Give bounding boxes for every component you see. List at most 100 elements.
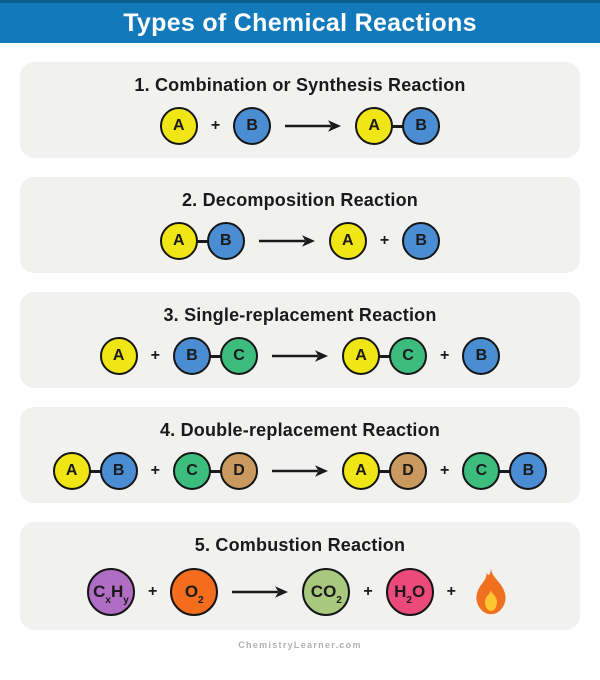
bond-line — [195, 239, 209, 243]
page-title: Types of Chemical Reactions — [123, 8, 477, 37]
plus-operator: + — [210, 117, 221, 134]
section-heading: 2. Decomposition Reaction — [181, 190, 419, 210]
atom-label: B — [415, 117, 427, 134]
atom-subscript: 2 — [336, 594, 342, 606]
atom-label: A — [112, 347, 125, 364]
atom-label: B — [522, 462, 535, 479]
plus-operator: + — [150, 462, 160, 479]
reaction-arrow-icon — [258, 234, 316, 248]
atom-label: C — [186, 462, 198, 479]
atom-circle: A — [342, 337, 380, 375]
atom-subscript: x — [105, 594, 111, 606]
footer-credit: ChemistryLearner.com — [238, 640, 362, 650]
bond-line — [498, 469, 512, 473]
molecule: A — [99, 337, 138, 375]
plus-operator: + — [446, 583, 457, 600]
atom-label: A — [173, 232, 185, 249]
atom-label: A — [355, 462, 367, 479]
atom-label: CO — [310, 582, 337, 601]
atom-label: C — [233, 347, 245, 364]
reaction-arrow-icon — [284, 119, 342, 133]
plus-operator: + — [440, 347, 450, 364]
atom-label: O — [184, 582, 199, 601]
atom-circle: B — [402, 107, 441, 145]
bond-line — [378, 354, 391, 358]
molecule: A — [328, 222, 367, 260]
atom-circle: B — [462, 337, 501, 375]
atom-circle: B — [173, 337, 211, 375]
atom-subscript: 2 — [198, 594, 204, 606]
atom-circle: C — [462, 452, 501, 490]
atom-circle: D — [389, 452, 427, 490]
atom-circle: C — [220, 337, 258, 375]
atom-circle: B — [206, 222, 245, 260]
atom-label: A — [355, 347, 367, 364]
bond-line — [391, 124, 405, 128]
flame-icon — [469, 567, 513, 617]
atom-subscript: 2 — [406, 594, 412, 606]
bond-line — [378, 469, 391, 473]
atom-label: H — [110, 582, 124, 601]
atom-subscript: y — [123, 594, 129, 606]
reaction-equation: A + B A B — [28, 107, 572, 145]
atom-circle: A — [342, 452, 380, 490]
plus-operator: + — [150, 347, 160, 364]
atom-circle: A — [328, 222, 367, 260]
infographic: Types of Chemical Reactions 1. Combinati… — [0, 0, 600, 650]
atom-circle: C — [389, 337, 427, 375]
atom-label: B — [112, 462, 125, 479]
atom-label: C — [402, 347, 414, 364]
plus-operator: + — [440, 462, 450, 479]
atom-circle: B — [99, 452, 138, 490]
atom-label: C — [475, 462, 488, 479]
section-heading: 4. Double-replacement Reaction — [159, 420, 441, 440]
atom-label: B — [415, 232, 427, 249]
atom-circle: B — [509, 452, 548, 490]
molecule: B — [233, 107, 272, 145]
section-heading: 1. Combination or Synthesis Reaction — [134, 75, 466, 95]
bond-line — [88, 469, 102, 473]
atom-circle: A — [52, 452, 91, 490]
header: Types of Chemical Reactions — [0, 0, 600, 43]
atom-circle: A — [159, 222, 198, 260]
atom-label: B — [246, 117, 258, 134]
atom-circle: A — [355, 107, 394, 145]
atom-label: A — [368, 117, 380, 134]
atom-circle: A — [159, 107, 198, 145]
atom-label: A — [342, 232, 354, 249]
reaction-arrow-icon — [231, 585, 289, 599]
atom-label: D — [402, 462, 414, 479]
atom-circle: C — [173, 452, 211, 490]
atom-circle: D — [220, 452, 258, 490]
molecule: B — [402, 222, 441, 260]
atom-label: A — [65, 462, 78, 479]
molecule: A — [159, 107, 198, 145]
molecule: B — [462, 337, 501, 375]
section-heading: 5. Combustion Reaction — [194, 535, 406, 555]
plus-operator: + — [363, 583, 373, 600]
atom-label: D — [233, 462, 245, 479]
section-heading: 3. Single-replacement Reaction — [163, 305, 437, 325]
atom-label: B — [475, 347, 488, 364]
atom-label: B — [220, 232, 232, 249]
